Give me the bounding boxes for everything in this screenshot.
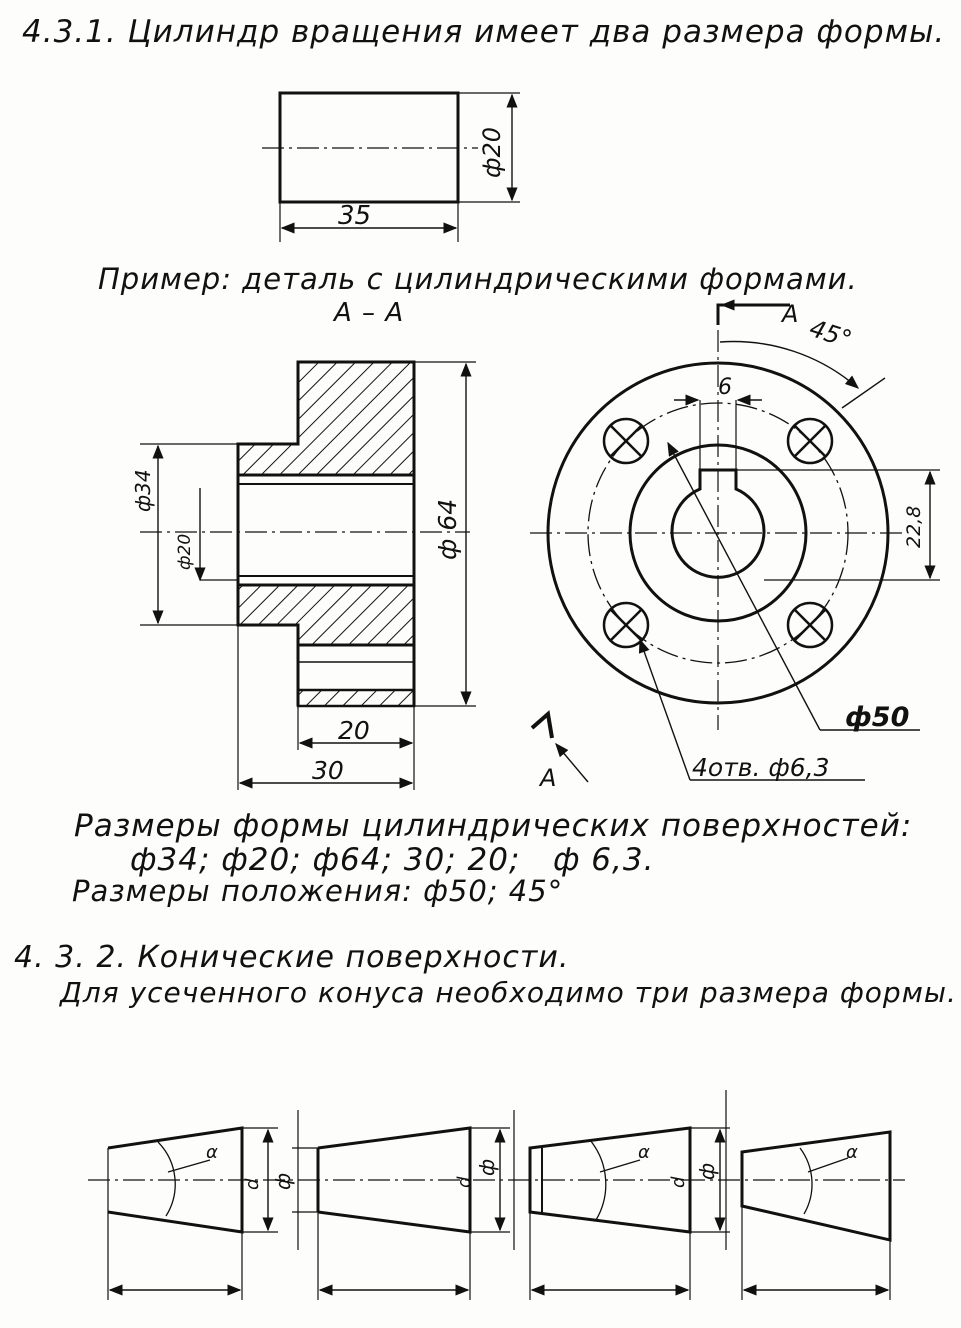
part-section-view [140,360,476,790]
bore-with-keyway [670,468,766,579]
cut-label-bottom: А [538,764,556,792]
shape-dims-values: ф34; ф20; ф64; 30; 20; ф 6,3. [130,842,655,878]
holes-4-d6-3: 4отв. ф6,3 [692,753,830,782]
cylinder-dim-diameter: ф20 [478,127,506,178]
cone-subheading: Для усеченного конуса необходимо три раз… [60,976,957,1009]
example-caption: Пример: деталь с цилиндрическими формами… [98,262,858,296]
key-width-6: 6 [718,375,732,400]
heading-4-3-2: 4. 3. 2. Конические поверхности. [14,940,570,975]
cone-3-diameter: d [668,1176,689,1188]
shape-dims-title: Размеры формы цилиндрических поверхносте… [74,808,913,844]
hatch-upper [236,360,416,477]
dim-d20: ф20 [175,534,195,570]
cone-4 [725,1090,892,1300]
dim-d64: ф 64 [433,499,462,560]
cylinder-drawing [262,91,520,242]
part-front-view [530,299,940,783]
cone-mark-2: ф [475,1159,499,1176]
section-label-a-a: А – А [334,298,405,328]
cone-mark-3: ф [695,1163,719,1180]
angle-45: 45° [806,314,855,354]
cone-mark-1: ф [271,1173,295,1190]
cone-2-diameter: d [454,1176,475,1188]
mounting-holes [602,417,834,649]
cone-3 [513,1110,730,1300]
dim-20: 20 [338,716,370,745]
bolt-circle-d50: ф50 [845,702,909,733]
position-dims: Размеры положения: ф50; 45° [72,874,564,908]
key-height-22-8: 22,8 [903,506,925,548]
heading-4-3-1: 4.3.1. Цилиндр вращения имеет два размер… [22,14,946,50]
hatch-key [296,688,416,708]
cone-1-angle: α [206,1142,218,1163]
cone-3-angle: α [638,1142,650,1163]
cones-row [88,1090,905,1300]
cone-2 [292,1110,510,1300]
dim-30: 30 [312,756,344,785]
cylinder-dim-length: 35 [338,201,371,231]
cone-1-diameter: d [242,1178,263,1190]
hatch-lower [236,583,416,647]
cone-1 [107,1126,278,1300]
dim-d34: ф34 [131,469,155,512]
cut-label-top: А [780,300,798,328]
cone-4-angle: α [846,1142,858,1163]
